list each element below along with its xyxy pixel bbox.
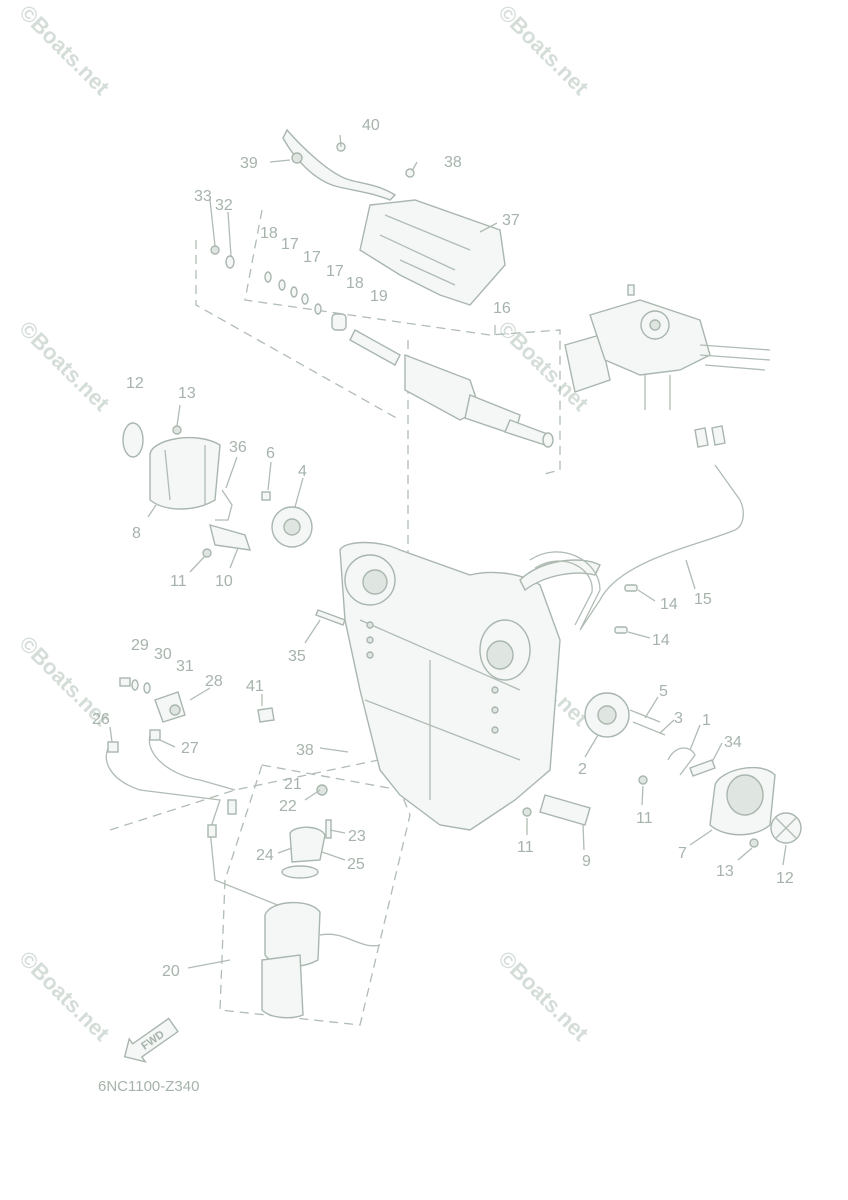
callout-32: 32 (215, 197, 233, 214)
callout-14: 14 (660, 596, 678, 613)
callout-16: 16 (493, 300, 511, 317)
callout-38: 38 (444, 154, 462, 171)
callout-18: 18 (260, 225, 278, 242)
callouts: 40 39 38 37 33 32 18 17 17 17 18 19 16 1… (92, 117, 794, 980)
callout-17: 17 (281, 236, 299, 253)
callout-4: 4 (298, 463, 307, 480)
callout-7: 7 (678, 845, 687, 862)
starter-cover-left (122, 422, 221, 510)
watermark: ©Boats.net (14, 316, 114, 416)
callout-13: 13 (178, 385, 196, 402)
bolt-35 (315, 609, 346, 626)
watermark: ©Boats.net (14, 0, 114, 100)
throttle-shaft (349, 329, 554, 448)
callout-11: 11 (636, 810, 653, 827)
callout-33: 33 (194, 188, 212, 205)
callout-39: 39 (240, 155, 258, 172)
callout-24: 24 (256, 847, 274, 864)
callout-17: 17 (326, 263, 344, 280)
leader-lines (109, 134, 787, 969)
callout-20: 20 (162, 963, 180, 980)
callout-15: 15 (694, 591, 712, 608)
callout-35: 35 (288, 648, 306, 665)
fwd-arrow-icon: FWD (123, 1017, 179, 1063)
callout-12: 12 (126, 375, 144, 392)
callout-13: 13 (716, 863, 734, 880)
fuel-pump (261, 784, 381, 1019)
bracket-9 (522, 794, 591, 826)
callout-22: 22 (279, 798, 297, 815)
small-parts-top (210, 245, 347, 331)
callout-19: 19 (370, 288, 388, 305)
steering-bracket (339, 541, 601, 831)
callout-3: 3 (674, 710, 683, 727)
callout-6: 6 (266, 445, 275, 462)
callout-2: 2 (578, 761, 587, 778)
callout-1: 1 (702, 712, 711, 729)
callout-9: 9 (582, 853, 591, 870)
watermark: ©Boats.net (493, 0, 593, 100)
starter-cover-right (709, 766, 802, 848)
callout-40: 40 (362, 117, 380, 134)
callout-12: 12 (776, 870, 794, 887)
callout-41: 41 (246, 678, 264, 695)
pulley-left (202, 489, 313, 558)
tiller-cover (359, 168, 506, 306)
callout-37: 37 (502, 212, 520, 229)
callout-8: 8 (132, 525, 141, 542)
callout-27: 27 (181, 740, 199, 757)
drawing-code: 6NC1100-Z340 (98, 1078, 199, 1095)
callout-29: 29 (131, 637, 149, 654)
callout-18: 18 (346, 275, 364, 292)
callout-23: 23 (348, 828, 366, 845)
callout-38: 38 (296, 742, 314, 759)
callout-30: 30 (154, 646, 172, 663)
callout-31: 31 (176, 658, 194, 675)
callout-11: 11 (170, 573, 187, 590)
handle-grip (282, 128, 397, 201)
pulley-right (584, 692, 716, 785)
fuel-hose-left (105, 677, 291, 911)
callout-14: 14 (652, 632, 670, 649)
throttle-assembly (564, 284, 771, 410)
callout-36: 36 (229, 439, 247, 456)
callout-28: 28 (205, 673, 223, 690)
callout-17: 17 (303, 249, 321, 266)
callout-10: 10 (215, 573, 233, 590)
callout-21: 21 (284, 776, 302, 793)
cable-loop (529, 425, 744, 634)
callout-26: 26 (92, 711, 110, 728)
callout-25: 25 (347, 856, 365, 873)
callout-11: 11 (517, 839, 534, 856)
callout-5: 5 (659, 683, 668, 700)
watermark: ©Boats.net (493, 946, 593, 1046)
callout-34: 34 (724, 734, 742, 751)
watermark: ©Boats.net (14, 946, 114, 1046)
